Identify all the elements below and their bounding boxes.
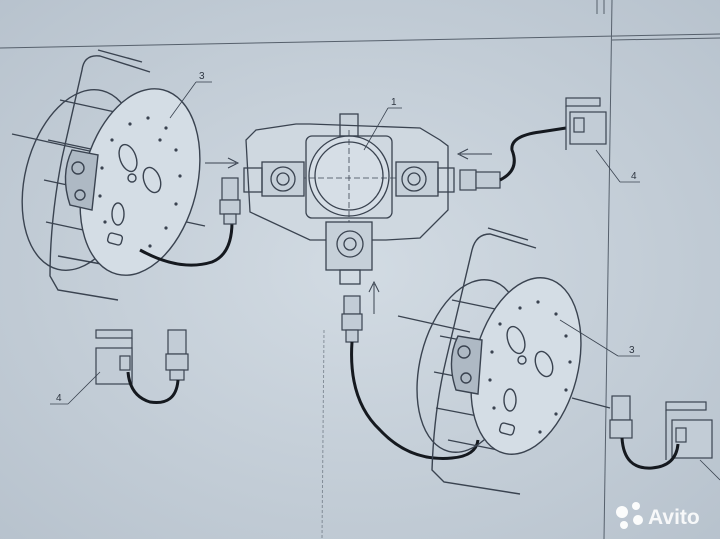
cable [126, 371, 180, 405]
wall-clamp-left [95, 329, 189, 385]
callout-label-clamp: 4 [631, 171, 637, 182]
callout-label-reel-2: 3 [629, 345, 635, 356]
watermark: Avito [616, 502, 700, 529]
wall-clamp-bottom-right [609, 395, 713, 460]
leader-line [699, 459, 720, 481]
cable [139, 221, 234, 267]
direction-arrow-right [456, 148, 492, 160]
cable [620, 437, 680, 470]
watermark-brand: Avito [648, 506, 700, 529]
direction-arrow-left [205, 157, 240, 169]
callout-label-reel: 3 [199, 71, 205, 82]
wall-clamp-top-right [565, 97, 607, 150]
cable [499, 126, 567, 182]
plug-connector-left [219, 177, 241, 225]
leader-line [169, 81, 197, 119]
cable-reel-bottom-right [397, 227, 611, 495]
avito-logo-icon [616, 502, 643, 529]
callout-label-junction-box: 1 [391, 97, 397, 108]
direction-arrow-up [368, 280, 380, 314]
leader-line [559, 319, 619, 357]
leader-line [67, 371, 101, 405]
plug-connector-right [459, 169, 501, 191]
leader-line [363, 107, 389, 151]
cable [350, 341, 480, 460]
plug-connector-bottom [341, 295, 363, 343]
leader-line [595, 149, 621, 183]
junction-box [243, 113, 455, 285]
callout-label-clamp-2: 4 [56, 393, 62, 404]
cable-reel-top-left [11, 49, 206, 301]
